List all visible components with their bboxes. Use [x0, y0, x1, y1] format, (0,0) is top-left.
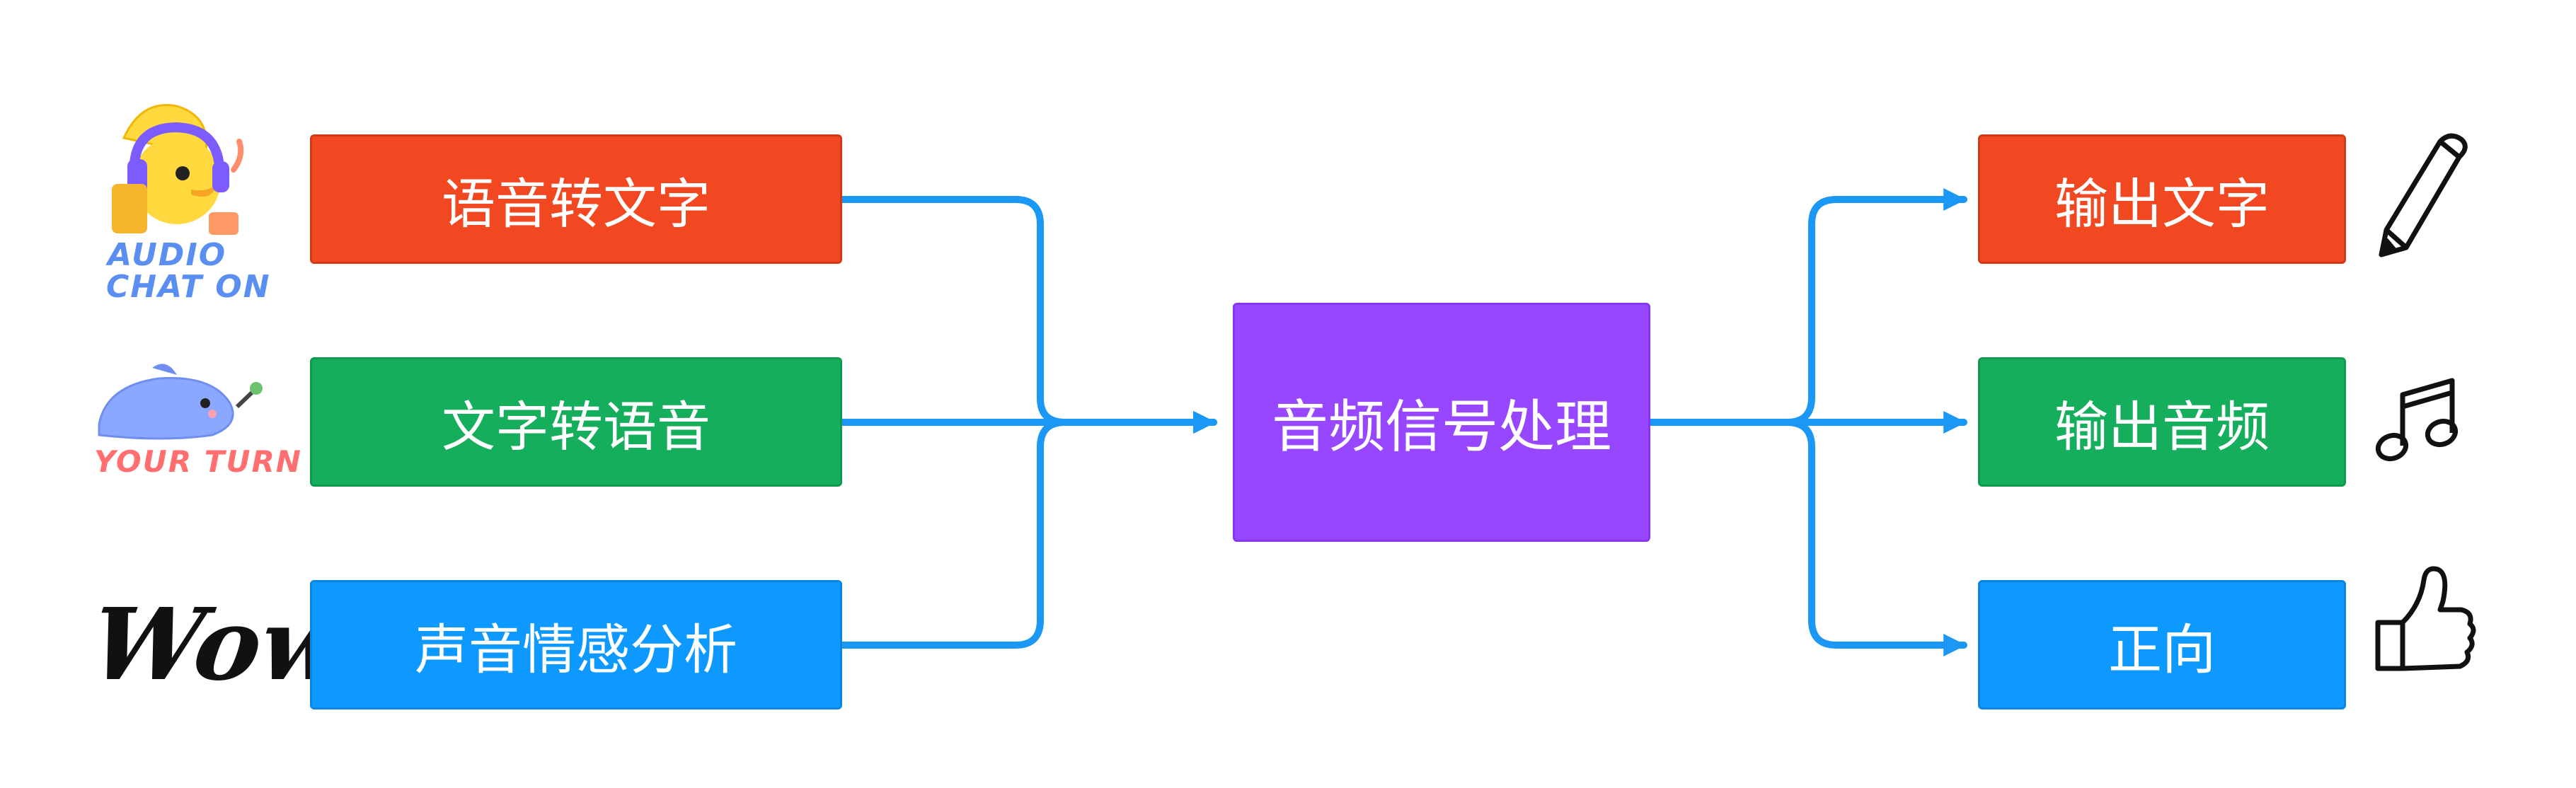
- node-speech-to-text[interactable]: 语音转文字: [310, 134, 842, 264]
- pencil-icon: [2379, 133, 2468, 257]
- your-turn-dolphin-sticker: [98, 364, 263, 440]
- connector-to-output-text: [1647, 187, 1967, 426]
- node-positive[interactable]: 正向: [1978, 580, 2346, 709]
- node-label: 音频信号处理: [1272, 394, 1611, 460]
- node-label: 语音转文字: [442, 172, 711, 236]
- node-label: 输出文字: [2054, 172, 2270, 236]
- audio-chat-on-line2: CHAT ON: [106, 269, 271, 305]
- node-label: 正向: [2108, 618, 2216, 681]
- audio-chat-on-line1: AUDIO: [108, 237, 227, 273]
- node-voice-emotion-analysis[interactable]: 声音情感分析: [310, 580, 842, 709]
- thumbs-up-icon: [2375, 566, 2476, 671]
- your-turn-text: YOUR TURN: [94, 444, 302, 479]
- connector-speech-to-text: [839, 196, 1217, 434]
- node-output-audio[interactable]: 输出音频: [1978, 357, 2346, 487]
- music-note-icon: [2375, 378, 2459, 462]
- node-text-to-speech[interactable]: 文字转语音: [310, 357, 842, 487]
- node-label: 文字转语音: [442, 395, 711, 458]
- connector-emotion-analysis: [839, 410, 1217, 649]
- connector-to-positive: [1647, 419, 1967, 657]
- node-label: 声音情感分析: [415, 618, 737, 681]
- node-label: 输出音频: [2054, 395, 2270, 458]
- node-output-text[interactable]: 输出文字: [1978, 134, 2346, 264]
- audio-chat-on-sticker: [112, 104, 244, 235]
- node-audio-signal-processing[interactable]: 音频信号处理: [1233, 303, 1650, 542]
